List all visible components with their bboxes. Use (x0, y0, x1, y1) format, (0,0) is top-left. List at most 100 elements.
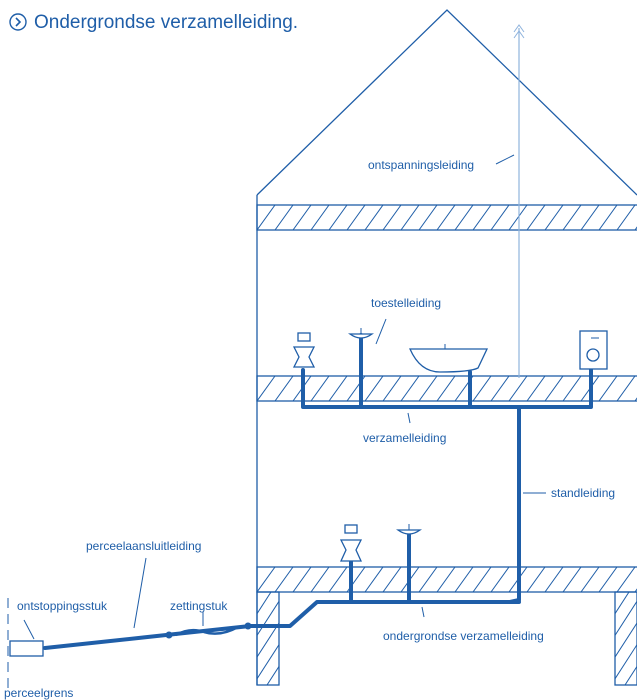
label-toestelleiding: toestelleiding (371, 296, 441, 310)
label-perceelgrens: perceelgrens (4, 686, 73, 700)
hatch-line (266, 665, 279, 685)
hatch-line (400, 205, 420, 230)
hatch-line (490, 567, 510, 592)
foundation-wall-right (614, 591, 637, 686)
hatch-line (615, 600, 637, 637)
hatch-line (526, 205, 546, 230)
hatch-line (418, 376, 438, 401)
hatch-line (436, 567, 456, 592)
sink-fixture-upper (347, 328, 375, 339)
pipe-network (43, 333, 593, 650)
coupling-joint (244, 622, 252, 630)
hatch-line (616, 567, 636, 592)
hatch-line (274, 567, 294, 592)
hatch-line (346, 205, 366, 230)
label-zettingstuk: zettingstuk (170, 599, 228, 613)
sink-fixture-ground (395, 524, 423, 535)
hatch-line (598, 567, 618, 592)
hatch-line (274, 376, 294, 401)
hatch-line (382, 567, 402, 592)
hatch-line (364, 567, 384, 592)
label-ondergrondse-verzamelleiding: ondergrondse verzamelleiding (383, 629, 544, 643)
bathtub-fixture (409, 344, 489, 373)
hatch-line (454, 205, 474, 230)
hatch-line (309, 592, 369, 685)
hatch-line (364, 376, 384, 401)
hatch-line (257, 205, 276, 230)
cleanout-fixture (9, 619, 44, 657)
diagram-title: Ondergrondse verzamelleiding. (34, 12, 298, 33)
hatch-line (257, 567, 276, 592)
hatch-line (257, 622, 279, 659)
hatch-line (257, 592, 272, 615)
hatch-line (257, 205, 258, 206)
lot-connection-pipe (43, 624, 252, 650)
label-ontstoppingsstuk: ontstoppingsstuk (17, 599, 108, 613)
hatch-line (257, 643, 279, 680)
hatch-line (615, 592, 630, 615)
hatch-line (490, 205, 510, 230)
hatch-line (562, 376, 582, 401)
hatch-line (616, 205, 636, 230)
hatch-line (328, 567, 348, 592)
vent-pipe (513, 24, 525, 378)
hatch-line (382, 205, 402, 230)
hatch-line (526, 567, 546, 592)
hatch-line (310, 567, 330, 592)
hatch-line (562, 205, 582, 230)
hatch-line (616, 376, 636, 401)
hatch-line (292, 567, 312, 592)
hatch-line (615, 643, 637, 680)
hatch-line (580, 205, 600, 230)
washing-machine-fixture (579, 330, 608, 370)
ground-floor-slab (256, 566, 637, 593)
foundation-wall-left (256, 591, 383, 686)
hatch-line (274, 205, 294, 230)
label-standleiding: standleiding (551, 486, 615, 500)
hatch-line (472, 205, 492, 230)
hatch-line (472, 567, 492, 592)
hatch-line (436, 205, 456, 230)
hatch-line (472, 376, 492, 401)
hatch-line (364, 205, 384, 230)
attic-floor-slab (256, 204, 637, 231)
label-verzamelleiding: verzamelleiding (363, 431, 446, 445)
hatch-line (454, 567, 474, 592)
toilet-fixture-upper (292, 332, 316, 368)
toilet-fixture-ground (339, 524, 363, 562)
diagram-labels: ontspanningsleiding toestelleiding verza… (4, 158, 615, 700)
hatch-line (310, 376, 330, 401)
underground-collector-pipe (248, 600, 521, 628)
hatch-line (508, 205, 528, 230)
hatch-line (508, 376, 528, 401)
hatch-line (436, 376, 456, 401)
hatch-line (400, 376, 420, 401)
hatch-line (615, 592, 616, 593)
settlement-piece (175, 625, 239, 637)
leader-lines (133, 154, 546, 629)
hatch-line (615, 622, 637, 659)
hatch-line (382, 376, 402, 401)
hatch-line (257, 376, 276, 401)
hatch-line (598, 205, 618, 230)
standpipe (508, 405, 521, 604)
hatch-line (490, 376, 510, 401)
hatch-line (257, 600, 279, 637)
coupling-joint (165, 631, 173, 639)
hatch-line (257, 567, 258, 568)
hatch-line (598, 376, 618, 401)
hatch-line (418, 205, 438, 230)
hatch-line (580, 567, 600, 592)
hatch-line (418, 567, 438, 592)
hatch-line (310, 205, 330, 230)
hatch-line (328, 205, 348, 230)
label-perceelaansluitleiding: perceelaansluitleiding (86, 539, 201, 553)
hatch-line (544, 376, 564, 401)
collector-pipe-upper (301, 368, 593, 409)
hatch-line (562, 567, 582, 592)
chevron-right-circle-icon (9, 13, 27, 31)
hatch-line (295, 592, 355, 685)
hatch-line (323, 592, 383, 685)
hatch-line (544, 567, 564, 592)
